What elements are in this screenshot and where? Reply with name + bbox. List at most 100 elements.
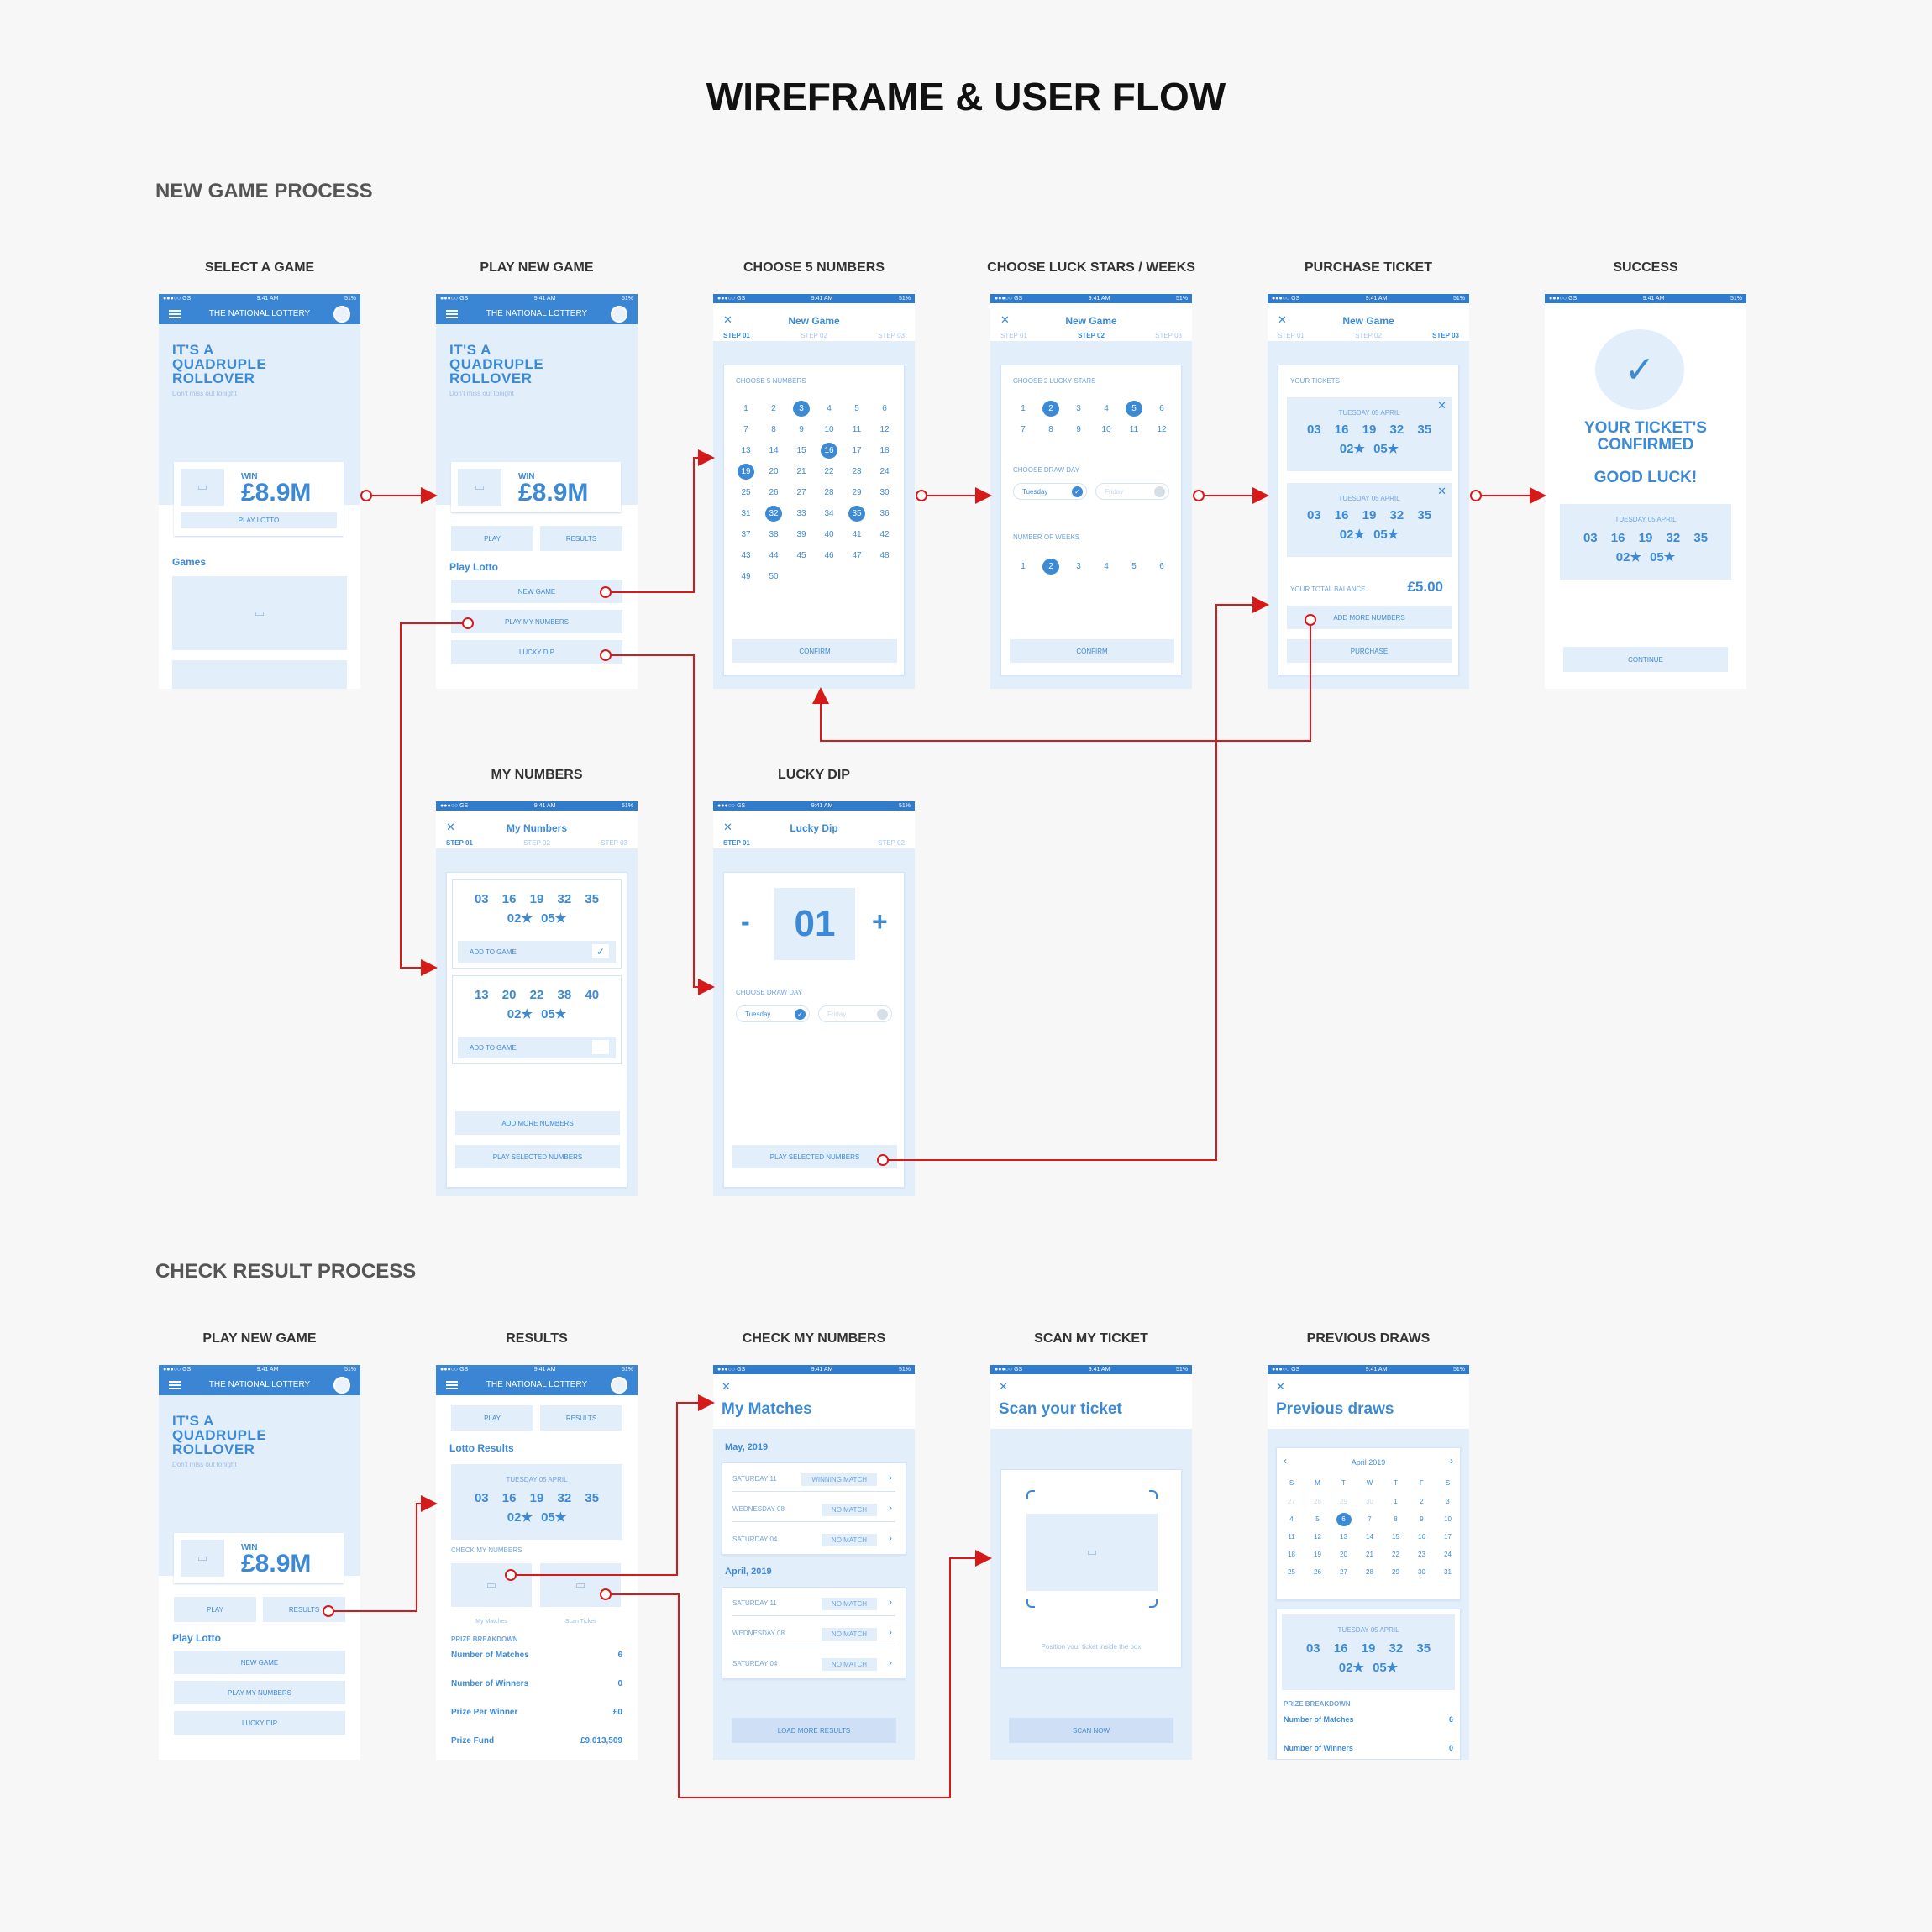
number-ball[interactable]: 44: [769, 551, 779, 560]
menu-icon[interactable]: [169, 1381, 181, 1389]
play-tab[interactable]: PLAY: [451, 1405, 533, 1431]
calendar-day[interactable]: 11: [1288, 1533, 1295, 1541]
calendar-day[interactable]: 27: [1288, 1498, 1295, 1505]
number-ball[interactable]: 24: [879, 467, 890, 476]
calendar-day[interactable]: 7: [1368, 1515, 1372, 1523]
number-ball[interactable]: 5: [1126, 401, 1142, 417]
number-ball[interactable]: 16: [821, 443, 837, 459]
number-ball[interactable]: 31: [741, 509, 751, 518]
calendar-day[interactable]: 2: [1420, 1498, 1424, 1505]
number-ball[interactable]: 14: [769, 446, 779, 455]
number-ball[interactable]: 7: [1021, 425, 1026, 434]
number-ball[interactable]: 1: [743, 404, 748, 413]
number-ball[interactable]: 5: [1131, 562, 1137, 571]
new-game-button[interactable]: NEW GAME: [451, 580, 622, 603]
number-ball[interactable]: 4: [827, 404, 832, 413]
number-ball[interactable]: 7: [743, 425, 748, 434]
calendar-day[interactable]: 14: [1366, 1533, 1373, 1541]
calendar-day[interactable]: 24: [1444, 1551, 1452, 1558]
close-icon[interactable]: ✕: [723, 821, 732, 833]
load-more-button[interactable]: LOAD MORE RESULTS: [732, 1718, 896, 1743]
calendar-day[interactable]: 13: [1340, 1533, 1347, 1541]
calendar-day[interactable]: 5: [1315, 1515, 1320, 1523]
friday-toggle[interactable]: Friday: [818, 1005, 892, 1022]
number-ball[interactable]: 40: [824, 530, 834, 539]
close-icon[interactable]: ✕: [723, 313, 732, 326]
game-image-icon[interactable]: ▭: [172, 576, 347, 650]
number-ball[interactable]: 11: [1129, 425, 1139, 434]
calendar-day[interactable]: 18: [1288, 1551, 1295, 1558]
friday-toggle[interactable]: Friday: [1095, 483, 1169, 500]
number-ball[interactable]: 23: [852, 467, 862, 476]
play-tab[interactable]: PLAY: [451, 526, 533, 551]
number-ball[interactable]: 3: [1076, 404, 1081, 413]
number-ball[interactable]: 29: [852, 488, 862, 497]
add-to-game-button[interactable]: ADD TO GAME: [458, 1037, 616, 1058]
play-my-numbers-button[interactable]: PLAY MY NUMBERS: [451, 610, 622, 633]
calendar-day[interactable]: 28: [1366, 1568, 1373, 1576]
calendar-day[interactable]: 22: [1392, 1551, 1399, 1558]
number-ball[interactable]: 41: [852, 530, 862, 539]
calendar-day[interactable]: 3: [1446, 1498, 1450, 1505]
number-ball[interactable]: 6: [882, 404, 887, 413]
number-ball[interactable]: 19: [738, 464, 754, 480]
confirm-button[interactable]: CONFIRM: [732, 639, 897, 663]
number-ball[interactable]: 2: [1042, 559, 1059, 575]
number-ball[interactable]: 2: [1042, 401, 1059, 417]
continue-button[interactable]: CONTINUE: [1563, 647, 1728, 672]
menu-icon[interactable]: [446, 1381, 458, 1389]
number-ball[interactable]: 49: [741, 572, 751, 581]
add-to-game-button[interactable]: ADD TO GAME✓: [458, 941, 616, 963]
calendar-day[interactable]: 23: [1418, 1551, 1425, 1558]
number-ball[interactable]: 8: [771, 425, 776, 434]
calendar-day[interactable]: 8: [1394, 1515, 1398, 1523]
tuesday-toggle[interactable]: Tuesday✓: [736, 1005, 810, 1022]
number-ball[interactable]: 33: [796, 509, 806, 518]
number-ball[interactable]: 8: [1048, 425, 1053, 434]
number-ball[interactable]: 37: [741, 530, 751, 539]
results-tab[interactable]: RESULTS: [263, 1597, 345, 1622]
number-ball[interactable]: 21: [796, 467, 806, 476]
remove-icon[interactable]: ✕: [1437, 399, 1446, 412]
number-ball[interactable]: 25: [741, 488, 751, 497]
number-ball[interactable]: 36: [879, 509, 890, 518]
number-ball[interactable]: 10: [1101, 425, 1111, 434]
lucky-dip-button[interactable]: LUCKY DIP: [174, 1711, 345, 1735]
add-more-numbers-button[interactable]: ADD MORE NUMBERS: [1287, 606, 1452, 629]
number-ball[interactable]: 30: [879, 488, 890, 497]
play-selected-button[interactable]: PLAY SELECTED NUMBERS: [455, 1145, 620, 1168]
number-ball[interactable]: 9: [1076, 425, 1081, 434]
number-ball[interactable]: 10: [824, 425, 834, 434]
avatar-icon[interactable]: [611, 306, 627, 323]
number-ball[interactable]: 46: [824, 551, 834, 560]
number-ball[interactable]: 4: [1104, 562, 1109, 571]
calendar-day[interactable]: 6: [1336, 1513, 1352, 1526]
calendar-day[interactable]: 9: [1420, 1515, 1424, 1523]
remove-icon[interactable]: ✕: [1437, 485, 1446, 497]
number-ball[interactable]: 17: [852, 446, 862, 455]
close-icon[interactable]: ✕: [1278, 313, 1287, 326]
number-ball[interactable]: 26: [769, 488, 779, 497]
plus-button[interactable]: +: [872, 906, 888, 937]
avatar-icon[interactable]: [333, 306, 350, 323]
lucky-dip-button[interactable]: LUCKY DIP: [451, 640, 622, 664]
calendar-day[interactable]: 31: [1444, 1568, 1452, 1576]
number-ball[interactable]: 5: [854, 404, 859, 413]
close-icon[interactable]: ✕: [1000, 313, 1010, 326]
close-icon[interactable]: ✕: [1276, 1380, 1285, 1393]
calendar-day[interactable]: 12: [1314, 1533, 1321, 1541]
menu-icon[interactable]: [446, 310, 458, 318]
number-ball[interactable]: 48: [879, 551, 890, 560]
number-ball[interactable]: 34: [824, 509, 834, 518]
number-ball[interactable]: 47: [852, 551, 862, 560]
calendar-day[interactable]: 28: [1314, 1498, 1321, 1505]
calendar-day[interactable]: 16: [1418, 1533, 1425, 1541]
number-ball[interactable]: 6: [1159, 404, 1164, 413]
add-more-numbers-button[interactable]: ADD MORE NUMBERS: [455, 1111, 620, 1135]
avatar-icon[interactable]: [333, 1377, 350, 1394]
